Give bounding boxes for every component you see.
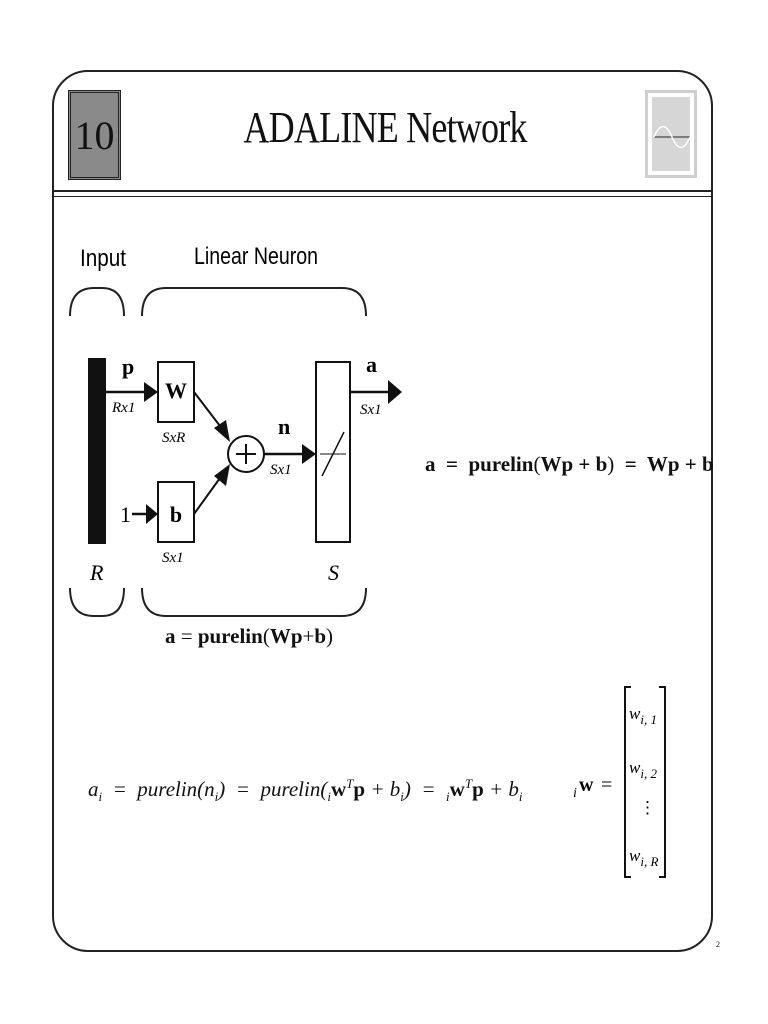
input-heading: Input — [80, 245, 126, 272]
page-number: 2 — [716, 940, 720, 949]
n-label: n — [278, 414, 290, 439]
weight-dim-label: SxR — [162, 430, 185, 446]
p-label: p — [122, 354, 134, 379]
vector-entry-1: wi, 1 — [629, 704, 657, 727]
vector-prefix-subscript: i — [573, 786, 577, 801]
purelin-icon — [321, 431, 345, 477]
chapter-number-badge: 10 — [68, 90, 121, 180]
weight-box — [157, 361, 195, 423]
row-vector-definition: i w = wi, 1 wi, 2 ⋮ wi, R — [573, 686, 666, 878]
bias-arrow-head — [146, 504, 158, 524]
n-arrow-head — [302, 444, 316, 464]
vector-ellipsis: ⋮ — [639, 798, 656, 817]
chapter-number: 10 — [74, 112, 115, 158]
p-arrow-head — [144, 382, 158, 402]
input-top-brace — [69, 287, 125, 317]
bias-label: b — [170, 502, 182, 527]
sine-wave-logo-icon — [645, 90, 697, 178]
right-bracket — [659, 686, 666, 878]
p-dim-label: Rx1 — [111, 400, 135, 416]
input-bottom-brace — [69, 587, 125, 617]
sine-wave-icon — [653, 125, 691, 149]
diagram-caption-equation: a = purelin(Wp+b) — [165, 624, 334, 648]
bias-input-label: 1 — [120, 502, 131, 527]
vector-symbol: w — [579, 774, 594, 796]
b-to-sum-arrow — [193, 477, 221, 515]
neuron-output-equation: ai = purelin(ni) = purelin(iwTp + bi) = … — [88, 776, 523, 805]
b-to-sum-arrowhead — [214, 464, 230, 486]
slide-frame — [52, 70, 713, 952]
adaline-network-diagram: Input Linear Neuron p Rx1 W SxR 1 b Sx1 … — [69, 243, 402, 617]
a-label: a — [366, 352, 377, 377]
w-to-sum-arrowhead — [214, 420, 230, 442]
neuron-bottom-brace — [141, 587, 367, 617]
layer-output-equation: a = purelin(Wp + b) = Wp + b — [425, 452, 714, 476]
layer-size-label: S — [328, 560, 339, 585]
linear-transfer-box — [315, 361, 351, 543]
header-rule-thin — [52, 196, 713, 197]
vector-equals: = — [601, 774, 612, 796]
header-rule — [52, 190, 713, 192]
slide-title: ADALINE Network — [243, 103, 527, 152]
neuron-top-brace — [141, 287, 367, 317]
vector-entry-R: wi, R — [629, 846, 658, 869]
vector-entry-2: wi, 2 — [629, 758, 657, 781]
a-arrow-head — [388, 380, 402, 404]
bias-dim-label: Sx1 — [162, 550, 184, 566]
input-vector-bar — [88, 358, 106, 544]
w-to-sum-arrow — [193, 391, 221, 427]
linear-neuron-heading: Linear Neuron — [194, 243, 318, 270]
input-size-label: R — [89, 560, 104, 585]
bias-box — [157, 481, 195, 543]
left-bracket — [624, 686, 631, 878]
weight-label: W — [165, 378, 187, 403]
n-dim-label: Sx1 — [270, 462, 292, 478]
a-dim-label: Sx1 — [360, 402, 382, 418]
